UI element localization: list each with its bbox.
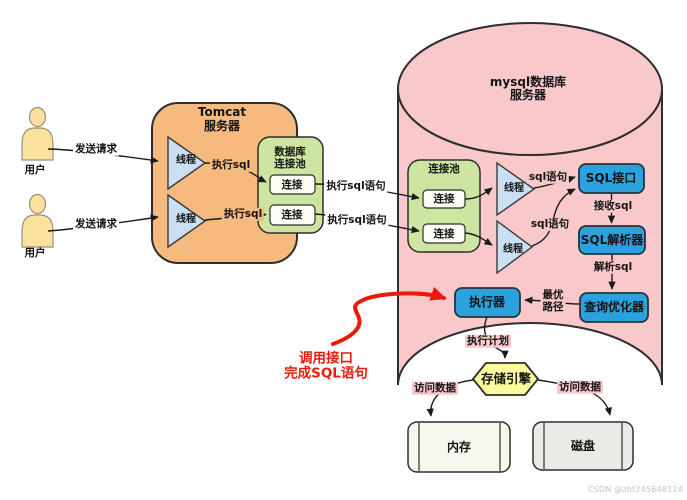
tomcat-thread-2-triangle: [167, 193, 207, 249]
executor-label: 执行器: [468, 295, 506, 309]
receive-sql-label: 接收sql: [591, 199, 635, 213]
access-data-label-left: 访问数据: [412, 381, 458, 395]
tomcat-connection-1-label: 连接: [281, 178, 303, 191]
sql-stmt-label-2: sql语句: [528, 217, 572, 231]
exec-plan-label: 执行计划: [465, 334, 511, 348]
mysql-thread-1-label: 线程: [504, 183, 524, 194]
watermark: CSDN @zht245648124: [587, 485, 683, 494]
sql-interface-box: [578, 163, 645, 194]
query-optimizer-box: [579, 292, 649, 323]
tomcat-connection-2-box: [269, 204, 316, 226]
annotation-label-line2: 完成SQL语句: [284, 365, 368, 382]
arrow-mysql-connection2-to-thread2: [464, 232, 493, 246]
disk-label: 磁盘: [570, 439, 596, 453]
user-2-label: 用户: [24, 246, 46, 259]
tomcat-thread-2-label: 线程: [176, 214, 196, 225]
best-path-label-line1: 最优: [540, 288, 566, 302]
best-path-label-line2: 路径: [540, 300, 566, 314]
tomcat-title-line1: Tomcat: [197, 105, 247, 119]
tomcat-thread-1-triangle: [167, 135, 207, 191]
user-1-label: 用户: [24, 163, 46, 176]
query-optimizer-label: 查询优化器: [583, 300, 645, 314]
tomcat-title-line2: 服务器: [203, 119, 241, 133]
mysql-cylinder-top-rim: [397, 22, 663, 156]
storage-engine-label: 存储引擎: [480, 370, 532, 386]
mysql-connection-2-label: 连接: [433, 227, 455, 240]
annotation-label-line1: 调用接口: [299, 350, 353, 367]
sql-parser-label: SQL解析器: [580, 233, 644, 247]
sql-parser-box: [578, 225, 646, 255]
annotation-red-arrow: [331, 286, 447, 346]
access-data-label-right: 访问数据: [557, 380, 603, 394]
tomcat-connection-2-label: 连接: [281, 208, 303, 221]
parse-sql-label: 解析sql: [591, 260, 635, 274]
mysql-title-line1: mysql数据库: [489, 75, 567, 89]
memory-label: 内存: [446, 440, 472, 454]
mysql-thread-1-triangle: [496, 161, 536, 217]
db-pool-title-line1: 数据库: [274, 145, 306, 158]
sql-stmt-label-1: sql语句: [526, 170, 570, 184]
sql-interface-label: SQL接口: [585, 171, 637, 185]
mysql-thread-2-triangle: [496, 219, 534, 275]
exec-sql-stmt-label-2: 执行sql语句: [325, 213, 389, 227]
mysql-connection-1-label: 连接: [433, 192, 455, 205]
user-2-icon: [21, 193, 54, 248]
send-request-label-2: 发送请求: [73, 217, 119, 231]
exec-sql-label-1: 执行sql: [209, 158, 253, 172]
storage-engine-shape: [472, 362, 539, 396]
exec-sql-stmt-label-1: 执行sql语句: [324, 179, 388, 193]
arrow-thread1-to-sql-interface: [533, 175, 576, 189]
memory-node: [407, 421, 511, 473]
mysql-pool-title: 连接池: [428, 162, 460, 175]
executor-box: [454, 287, 521, 318]
mysql-title-line2: 服务器: [509, 88, 547, 102]
send-request-label-1: 发送请求: [73, 142, 119, 156]
mysql-thread-2-label: 线程: [503, 244, 523, 255]
exec-sql-label-2: 执行sql: [221, 207, 265, 221]
tomcat-thread-1-label: 线程: [176, 155, 196, 166]
disk-node: [532, 421, 634, 471]
db-pool-title-line2: 连接池: [274, 157, 306, 170]
arrow-mysql-connection1-to-thread1: [464, 187, 493, 200]
user-1-icon: [21, 106, 54, 161]
